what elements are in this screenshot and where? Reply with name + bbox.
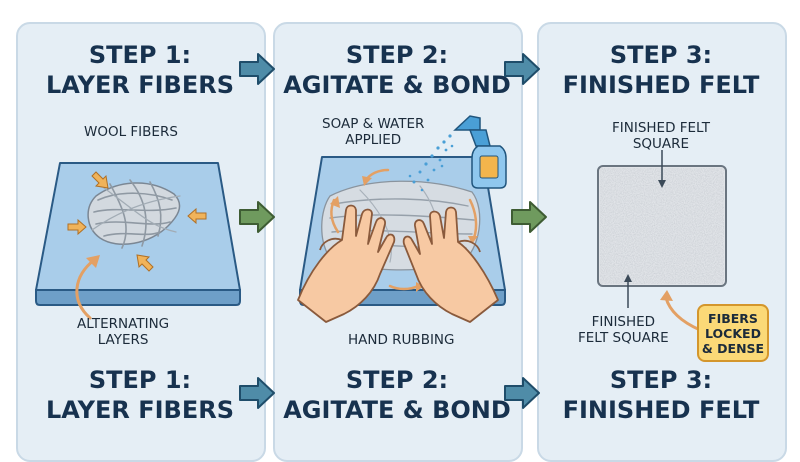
right-hand-icon (402, 206, 499, 323)
arrow-right-icon (239, 201, 275, 233)
illustrations (35, 115, 727, 332)
wool-fibers-label: WOOL FIBERS (84, 124, 178, 140)
arrow-right-icon (239, 53, 275, 85)
step-3-title-top: STEP 3:FINISHED FELT (562, 41, 760, 99)
wool-fiber-bundle-icon (87, 179, 181, 249)
step-1-title-top: STEP 1:LAYER FIBERS (46, 41, 234, 99)
felt-square-callout-arrows (627, 150, 663, 308)
step-2-title-bottom: STEP 2:AGITATE & BOND (283, 366, 511, 424)
arrow-right-icon (511, 201, 547, 233)
arrow-right-icon (504, 53, 540, 85)
left-hand-icon (297, 204, 396, 323)
step-1-small-arrows (67, 171, 207, 272)
arrow-right-icon (239, 377, 275, 409)
step-2-title-top: STEP 2:AGITATE & BOND (283, 41, 511, 99)
hand-rubbing-label: HAND RUBBING (348, 332, 455, 348)
fibers-locked-callout-arrow (660, 290, 702, 332)
step-1-title-bottom: STEP 1:LAYER FIBERS (46, 366, 234, 424)
alternating-layers-callout-arrow (75, 255, 100, 320)
fibers-locked-badge: FIBERS LOCKED & DENSE (697, 304, 769, 362)
step-3-title-bottom: STEP 3:FINISHED FELT (562, 366, 760, 424)
spray-mist (408, 134, 454, 192)
step-2-motion-arrowheads (330, 176, 478, 292)
arrow-right-icon (504, 377, 540, 409)
felt-square-icon (597, 165, 727, 287)
spray-bottle-icon (453, 115, 507, 189)
